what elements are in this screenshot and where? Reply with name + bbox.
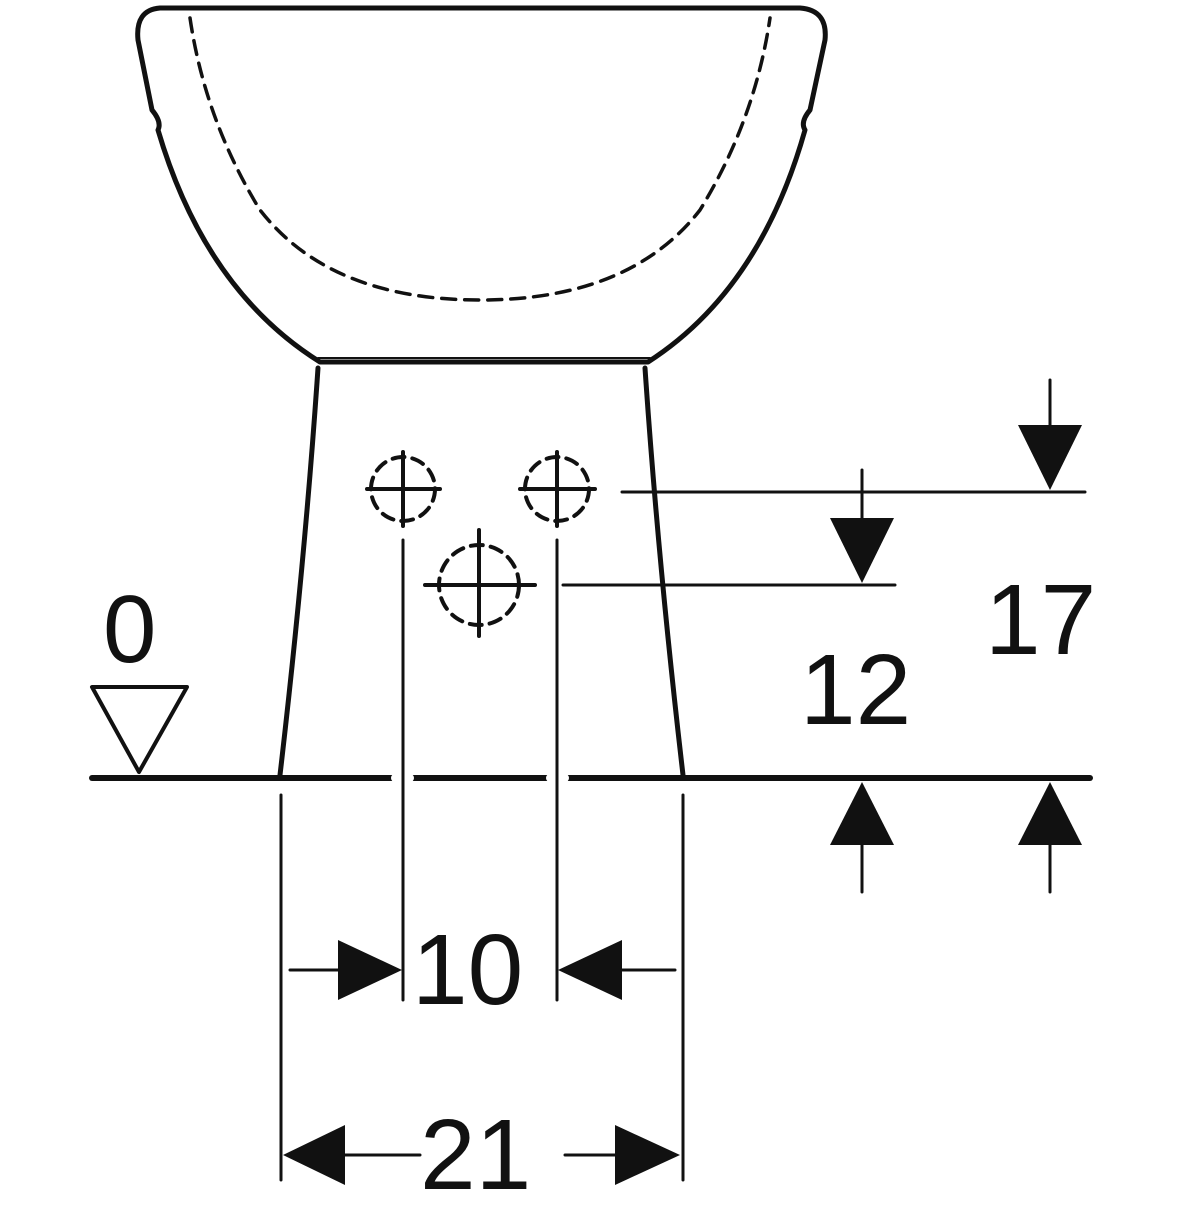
- pedestal-left: [277, 365, 321, 778]
- pedestal-right: [642, 365, 686, 778]
- dimension-label-10: 10: [412, 914, 524, 1026]
- floor-level-label: 0: [103, 576, 157, 683]
- dimension-label-12: 12: [800, 634, 912, 746]
- bowl-inner-dashed: [188, 16, 772, 302]
- dimension-label-21: 21: [420, 1099, 532, 1211]
- floor-level-marker-icon: [90, 685, 189, 774]
- bowl-outline: [135, 5, 828, 365]
- dimension-label-17: 17: [985, 564, 1097, 676]
